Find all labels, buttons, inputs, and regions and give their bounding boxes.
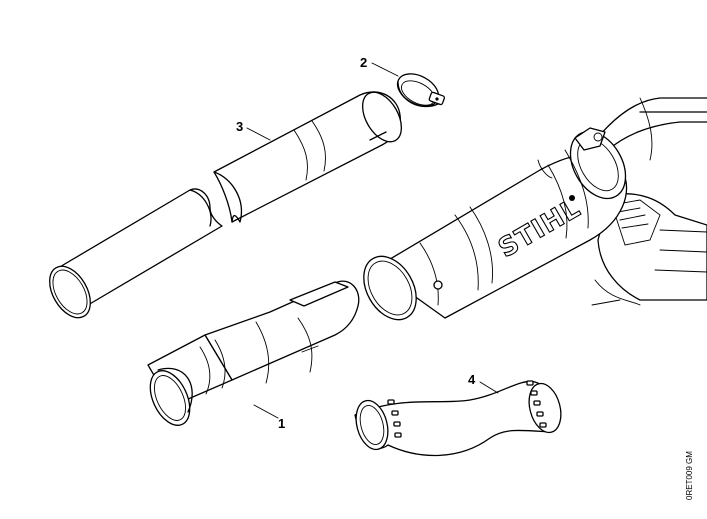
part-3-tube-upper <box>213 91 402 223</box>
svg-text:3: 3 <box>236 119 243 134</box>
vent-slots-icon <box>387 380 547 438</box>
blower-housing <box>591 97 707 306</box>
svg-text:2: 2 <box>360 55 367 70</box>
part-4-curved-nozzle <box>354 380 562 457</box>
drawing-code: 0RET009 GM <box>685 451 694 500</box>
callout-2: 2 <box>360 55 399 77</box>
svg-text:1: 1 <box>278 416 285 431</box>
part-1-blower-tube <box>147 280 360 426</box>
callout-4: 4 <box>468 372 499 394</box>
locking-pin-icon <box>433 280 443 290</box>
blower-outlet-elbow: STIHL <box>374 127 628 319</box>
part-3-tube-lower <box>49 188 223 319</box>
housing-screw-icon <box>569 195 575 201</box>
outlet-ring <box>363 255 443 321</box>
svg-text:4: 4 <box>468 372 476 387</box>
callout-3: 3 <box>236 119 271 141</box>
callout-1: 1 <box>253 404 285 431</box>
part-2-hose-clamp <box>396 73 446 108</box>
